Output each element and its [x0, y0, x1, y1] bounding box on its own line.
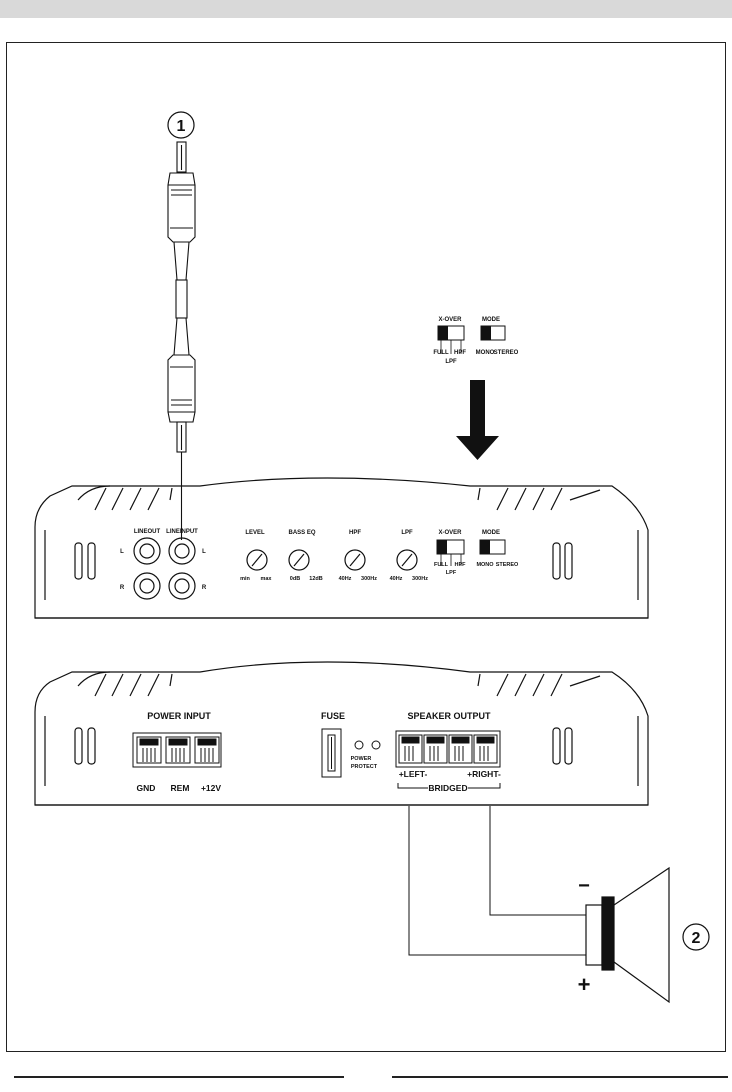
- svg-text:40Hz: 40Hz: [339, 576, 352, 582]
- svg-text:LINEINPUT: LINEINPUT: [166, 529, 198, 535]
- protect-led-icon: [372, 741, 380, 749]
- down-arrow-icon: [456, 380, 499, 460]
- fuse-holder: [322, 729, 341, 777]
- svg-text:POWER INPUT: POWER INPUT: [147, 711, 211, 721]
- svg-text:X-OVER: X-OVER: [438, 317, 462, 323]
- switch-detail: X-OVER FULL HPF LPF MODE MONO STEREO: [433, 317, 518, 365]
- speaker-wires: [409, 806, 586, 955]
- rca-cable: [168, 142, 195, 540]
- svg-text:MODE: MODE: [482, 530, 500, 536]
- svg-text:R: R: [202, 585, 207, 591]
- svg-text:LEVEL: LEVEL: [245, 530, 265, 536]
- power-led-icon: [355, 741, 363, 749]
- svg-text:+RIGHT-: +RIGHT-: [467, 769, 501, 779]
- svg-text:+12V: +12V: [201, 783, 221, 793]
- svg-text:MONO: MONO: [476, 562, 494, 568]
- svg-text:POWER: POWER: [351, 756, 372, 762]
- svg-text:300Hz: 300Hz: [412, 576, 428, 582]
- svg-text:R: R: [120, 585, 125, 591]
- svg-text:FUSE: FUSE: [321, 711, 345, 721]
- svg-text:0dB: 0dB: [290, 576, 300, 582]
- speaker-plus-sign: +: [578, 972, 591, 997]
- svg-text:LPF: LPF: [446, 570, 457, 576]
- speaker-minus-sign: −: [578, 875, 590, 897]
- svg-text:L: L: [120, 549, 124, 555]
- callout-2: 2: [683, 924, 709, 950]
- svg-text:HPF: HPF: [349, 530, 361, 536]
- svg-text:GND: GND: [137, 783, 156, 793]
- svg-text:min: min: [240, 576, 250, 582]
- svg-text:FULL: FULL: [433, 350, 449, 356]
- svg-text:FULL: FULL: [434, 562, 449, 568]
- svg-text:40Hz: 40Hz: [390, 576, 403, 582]
- svg-text:HPF: HPF: [455, 562, 467, 568]
- svg-text:BASS EQ: BASS EQ: [288, 530, 315, 536]
- footer-rule-right: [392, 1076, 728, 1078]
- svg-text:L: L: [202, 549, 206, 555]
- svg-text:BRIDGED: BRIDGED: [428, 783, 467, 793]
- svg-text:X-OVER: X-OVER: [438, 530, 462, 536]
- svg-text:1: 1: [177, 118, 186, 135]
- svg-text:LPF: LPF: [401, 530, 413, 536]
- svg-text:LPF: LPF: [445, 359, 457, 365]
- svg-text:SPEAKER OUTPUT: SPEAKER OUTPUT: [407, 711, 491, 721]
- footer-rule-left: [14, 1076, 344, 1078]
- svg-text:300Hz: 300Hz: [361, 576, 377, 582]
- svg-text:MODE: MODE: [482, 317, 500, 323]
- svg-text:max: max: [260, 576, 272, 582]
- speaker-icon: [586, 868, 669, 1002]
- svg-text:+LEFT-: +LEFT-: [399, 769, 428, 779]
- svg-text:REM: REM: [171, 783, 190, 793]
- svg-text:12dB: 12dB: [309, 576, 322, 582]
- svg-text:MONO: MONO: [476, 350, 495, 356]
- svg-text:STEREO: STEREO: [496, 562, 519, 568]
- svg-text:2: 2: [692, 930, 701, 947]
- speaker-terminal-block: [396, 731, 500, 767]
- svg-text:STEREO: STEREO: [494, 350, 519, 356]
- svg-text:LINEOUT: LINEOUT: [134, 529, 161, 535]
- amplifier-top-panel: [35, 478, 648, 618]
- svg-text:HPF: HPF: [454, 350, 466, 356]
- callout-1: 1: [168, 112, 194, 138]
- power-terminal-block: [133, 733, 221, 767]
- svg-text:PROTECT: PROTECT: [351, 764, 378, 770]
